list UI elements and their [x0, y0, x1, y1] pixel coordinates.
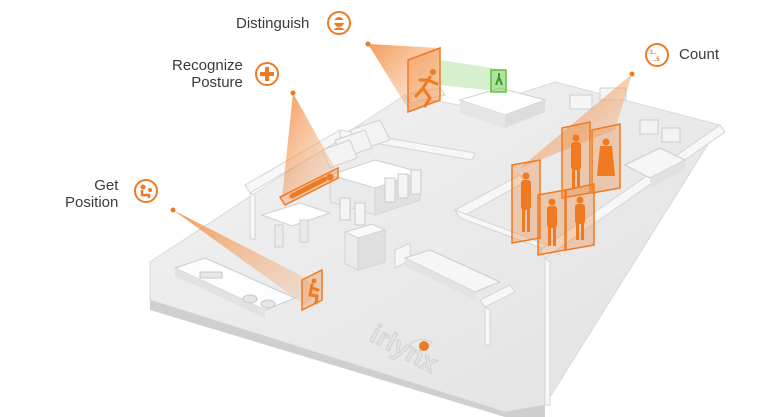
beam-distinguish [368, 44, 440, 112]
count-label: Count [679, 46, 720, 63]
sofa-right [623, 147, 687, 188]
medical-cross-icon [255, 62, 279, 86]
cabinet [343, 223, 387, 271]
count-icon: 1.. ..5 [645, 43, 669, 67]
recognize-label-line2: Posture [191, 74, 243, 91]
standing-people-icons [521, 134, 615, 246]
beam-posture [282, 93, 335, 198]
detection-position [301, 268, 323, 312]
distinguish-label: Distinguish [236, 15, 310, 32]
kitchen-table [260, 202, 332, 248]
beam-count [520, 74, 632, 168]
sofa-front [403, 249, 502, 300]
dining-chairs [339, 169, 422, 226]
kitchen-counter [173, 257, 297, 318]
lying-person-icon [289, 176, 328, 199]
detection-count [511, 121, 621, 256]
detection-distinguish [407, 46, 441, 114]
armchairs [639, 119, 681, 143]
count-icon-bottom: ..5 [653, 57, 660, 63]
sensor-beams [173, 44, 632, 305]
count-icon-top: 1.. [650, 50, 657, 56]
face-mask-icon [327, 11, 351, 35]
get-position-line2: Position [65, 194, 119, 211]
get-position-label: Get Position [65, 177, 118, 211]
bed [458, 87, 547, 128]
detection-posture [278, 166, 339, 206]
beam-position [173, 210, 320, 305]
recognize-label-line1: Recognize [172, 57, 243, 74]
recognize-posture-label: Recognize Posture [172, 57, 243, 91]
eye-logo-icon [409, 338, 433, 351]
sitting-person-icon [308, 278, 320, 305]
person-position-icon [134, 179, 158, 203]
running-person-icon [414, 69, 439, 108]
get-position-line1: Get [94, 177, 119, 194]
bed-highlight [440, 60, 507, 93]
